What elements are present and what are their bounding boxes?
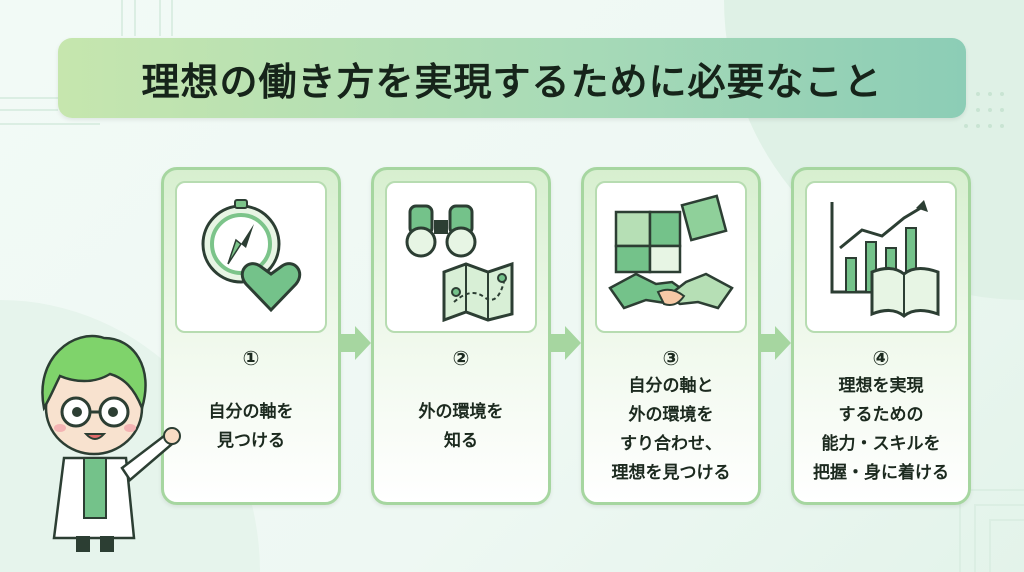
step-card-3: ③ 自分の軸と 外の環境を すり合わせ、 理想を見つける (581, 167, 761, 505)
step-text-line: 把握・身に着ける (813, 463, 949, 483)
step-image-frame (805, 181, 957, 333)
step-text-line: 外の環境を (418, 402, 504, 422)
step-text-line: 自分の軸と (628, 376, 714, 396)
step-number: ② (452, 346, 470, 370)
step-card-4: ④ 理想を実現 するための 能力・スキルを 把握・身に着ける (791, 167, 971, 505)
step-text-line: 理想を実現 (838, 376, 924, 396)
step-number: ③ (662, 346, 680, 370)
chart-book-icon (830, 200, 940, 318)
scientist-character-illustration (41, 334, 181, 552)
step-image-frame (385, 181, 537, 333)
arrow-right-icon (551, 326, 581, 360)
compass-heart-icon (201, 199, 302, 313)
puzzle-handshake-icon (608, 194, 734, 310)
arrow-right-icon (761, 326, 791, 360)
step-description: 外の環境を 知る (374, 398, 548, 456)
step-image-frame (175, 181, 327, 333)
step-image-frame (595, 181, 747, 333)
step-text-line: 見つける (217, 431, 285, 451)
step-number: ① (242, 346, 260, 370)
step-text-line: すり合わせ、 (620, 434, 722, 454)
step-text-line: 知る (444, 431, 478, 451)
step-description: 理想を実現 するための 能力・スキルを 把握・身に着ける (794, 372, 968, 488)
step-description: 自分の軸を 見つける (164, 398, 338, 456)
step-text-line: するための (838, 405, 924, 425)
step-text-line: 理想を見つける (611, 463, 731, 483)
page-title-banner: 理想の働き方を実現するために必要なこと (58, 38, 966, 118)
arrow-right-icon (341, 326, 371, 360)
step-text-line: 能力・スキルを (821, 434, 941, 454)
step-card-2: ② 外の環境を 知る (371, 167, 551, 505)
step-number: ④ (872, 346, 890, 370)
page-title: 理想の働き方を実現するために必要なこと (141, 59, 883, 104)
binoculars-map-icon (405, 204, 514, 322)
step-text-line: 自分の軸を (208, 402, 294, 422)
step-card-1: ① 自分の軸を 見つける (161, 167, 341, 505)
step-text-line: 外の環境を (628, 405, 714, 425)
step-description: 自分の軸と 外の環境を すり合わせ、 理想を見つける (584, 372, 758, 488)
